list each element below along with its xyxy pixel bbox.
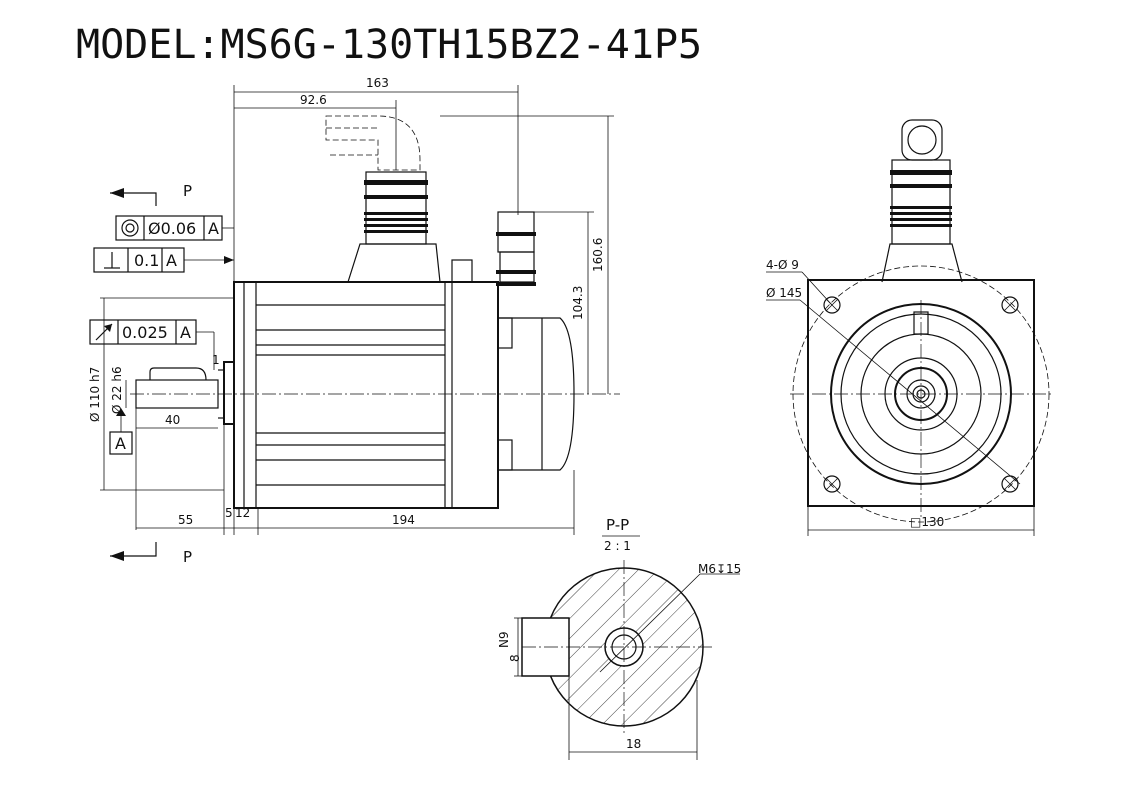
runout-frame: 0.025 A bbox=[89, 319, 215, 370]
dim-40: 40 bbox=[165, 413, 180, 427]
square-dim: □130 bbox=[910, 515, 944, 529]
dim-163: 163 bbox=[366, 76, 389, 90]
runout-value: 0.025 bbox=[122, 323, 168, 342]
model-title: MODEL:MS6G-130TH15BZ2-41P5 bbox=[76, 22, 702, 68]
side-view: 163 92.6 160.6 104.3 bbox=[88, 76, 620, 566]
section-view: P-P 2 : 1 M6↧15 18 N9 8 bbox=[497, 516, 741, 760]
concentricity-frame: Ø0.06 A bbox=[115, 215, 234, 241]
dim-160-6: 160.6 bbox=[591, 238, 605, 272]
dim-104-3: 104.3 bbox=[571, 286, 585, 320]
perpendicular-frame: 0.1 A bbox=[93, 247, 234, 273]
section-mark-top: P bbox=[183, 182, 192, 200]
dim-dia-110: Ø 110 h7 bbox=[88, 367, 102, 422]
dim-5: 5 bbox=[225, 506, 233, 520]
pcd-label: Ø 145 bbox=[766, 286, 802, 300]
key-n9: N9 bbox=[497, 631, 511, 648]
holes-label: 4-Ø 9 bbox=[766, 258, 799, 272]
section-mark-bottom: P bbox=[183, 548, 192, 566]
perpendicular-value: 0.1 bbox=[134, 251, 159, 270]
dim-dia-22: Ø 22 h6 bbox=[110, 366, 124, 414]
section-title: P-P bbox=[606, 516, 629, 534]
runout-datum: A bbox=[180, 323, 191, 342]
dim-tol-1: 1 bbox=[212, 353, 220, 367]
dim-55: 55 bbox=[178, 513, 193, 527]
dim-194: 194 bbox=[392, 513, 415, 527]
datum-label: A bbox=[115, 434, 126, 453]
dim-12: 12 bbox=[235, 506, 250, 520]
dim-92-6: 92.6 bbox=[300, 93, 327, 107]
key-width: 18 bbox=[626, 737, 641, 751]
concentricity-datum: A bbox=[208, 219, 219, 238]
section-scale: 2 : 1 bbox=[604, 539, 631, 553]
perpendicular-datum: A bbox=[166, 251, 177, 270]
key-depth: 8 bbox=[508, 654, 522, 662]
front-view: 4-Ø 9 Ø 145 □130 bbox=[766, 119, 1052, 536]
datum-a-box: A bbox=[109, 408, 133, 455]
thread-label: M6↧15 bbox=[698, 562, 741, 576]
concentricity-value: Ø0.06 bbox=[148, 219, 196, 238]
